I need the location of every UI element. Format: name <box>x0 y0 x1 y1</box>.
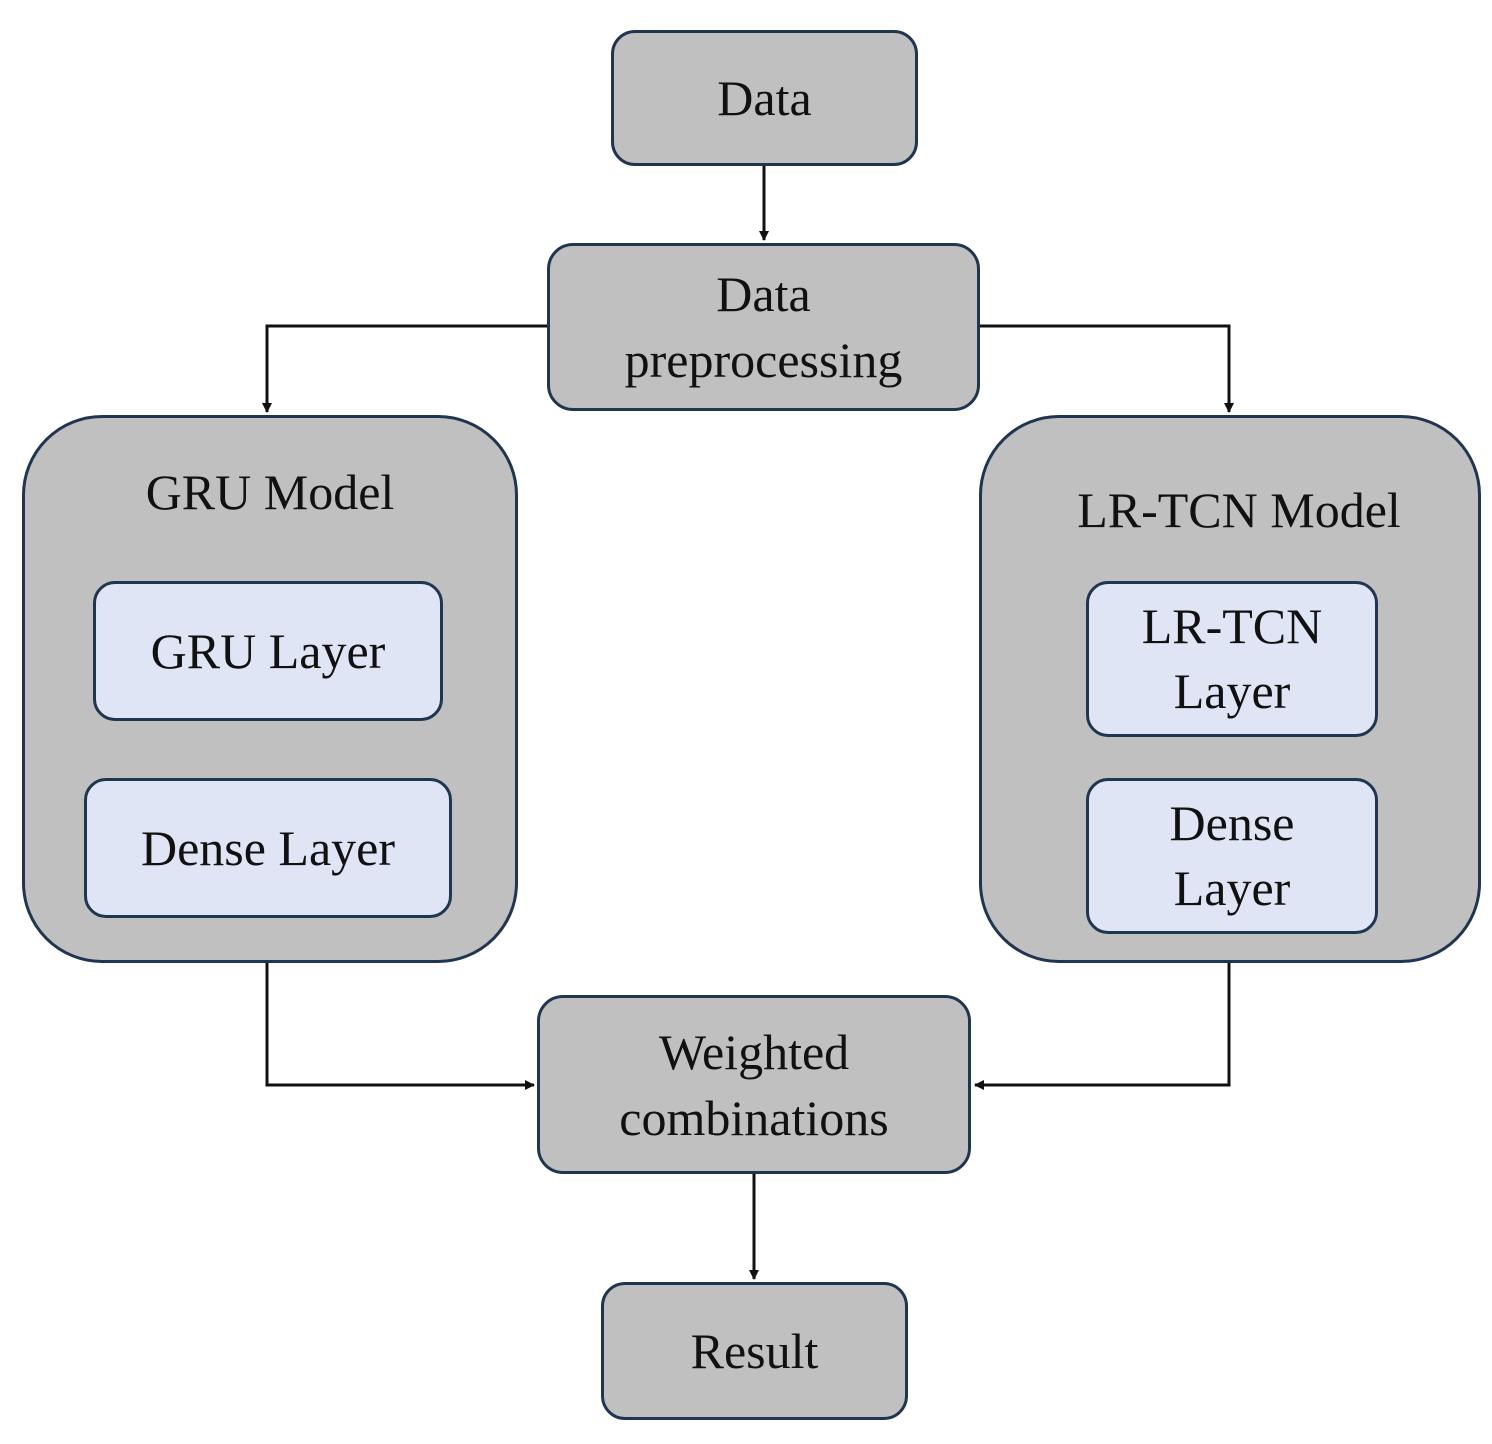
data-node: Data <box>611 30 918 166</box>
data-preprocessing-node: Data preprocessing <box>547 243 980 411</box>
result-node: Result <box>601 1282 908 1420</box>
data-preprocessing-line2: preprocessing <box>624 332 903 388</box>
lrtcn-model-title: LR-TCN Model <box>1077 482 1401 538</box>
arrow-preprocessing-to-lrtcn <box>980 324 1234 413</box>
lrtcn-layer-line1: LR-TCN <box>1141 598 1323 654</box>
gru-model-title: GRU Model <box>145 464 395 520</box>
gru-dense-layer-box: Dense Layer <box>84 778 452 918</box>
weighted-combinations-line1: Weighted <box>658 1023 850 1080</box>
arrow-lrtcn-to-weighted <box>974 963 1231 1090</box>
lrtcn-layer-line2: Layer <box>1173 663 1291 719</box>
lrtcn-layer-box: LR-TCN Layer <box>1086 581 1378 737</box>
gru-layer-label: GRU Layer <box>150 622 386 679</box>
weighted-combinations-line2: combinations <box>619 1089 889 1146</box>
gru-dense-layer-label: Dense Layer <box>140 819 396 876</box>
gru-model-container: GRU Model GRU Layer Dense Layer <box>22 415 518 963</box>
data-node-label: Data <box>717 70 812 126</box>
result-node-label: Result <box>690 1323 819 1379</box>
lrtcn-dense-layer-line1: Dense <box>1169 795 1295 851</box>
weighted-combinations-node: Weighted combinations <box>537 995 971 1174</box>
data-preprocessing-line1: Data <box>716 266 811 322</box>
arrow-preprocessing-to-gru <box>262 324 547 413</box>
lrtcn-dense-layer-box: Dense Layer <box>1086 778 1378 934</box>
lrtcn-model-container: LR-TCN Model LR-TCN Layer Dense Layer <box>979 415 1481 963</box>
lrtcn-dense-layer-line2: Layer <box>1173 860 1291 916</box>
gru-layer-box: GRU Layer <box>93 581 443 721</box>
arrow-gru-to-weighted <box>265 963 535 1090</box>
